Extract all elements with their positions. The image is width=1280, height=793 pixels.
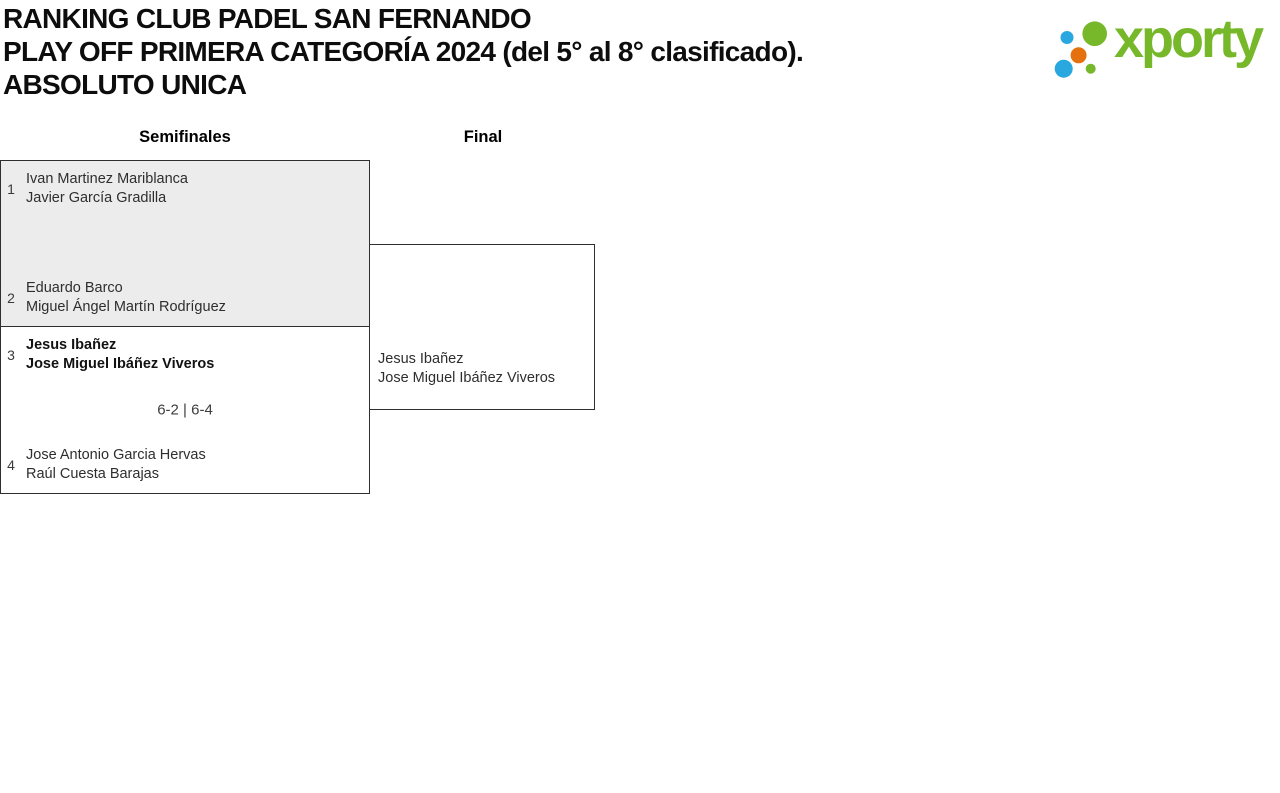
tournament-title-line-2: PLAY OFF PRIMERA CATEGORÍA 2024 (del 5° … <box>3 36 804 67</box>
seed-number: 3 <box>7 347 15 363</box>
match-semifinal-1[interactable]: 1 Ivan Martinez Mariblanca Javier García… <box>0 160 370 327</box>
team-players: Eduardo Barco Miguel Ángel Martín Rodríg… <box>26 279 226 317</box>
match-semifinal-2[interactable]: 3 Jesus Ibañez Jose Miguel Ibáñez Vivero… <box>0 326 370 494</box>
team-entry-seed-1: 1 Ivan Martinez Mariblanca Javier García… <box>1 170 188 208</box>
final-team-players: Jesus Ibañez Jose Miguel Ibáñez Viveros <box>378 350 555 388</box>
team-players: Jose Antonio Garcia Hervas Raúl Cuesta B… <box>26 446 206 484</box>
tournament-title-line-3: ABSOLUTO UNICA <box>3 69 247 100</box>
xporty-dots-icon <box>1054 21 1107 78</box>
player-name: Jose Antonio Garcia Hervas <box>26 447 206 463</box>
team-entry-seed-4: 4 Jose Antonio Garcia Hervas Raúl Cuesta… <box>1 446 206 484</box>
player-name: Raúl Cuesta Barajas <box>26 466 159 482</box>
player-name: Jose Miguel Ibáñez Viveros <box>26 356 215 372</box>
seed-number: 1 <box>7 181 15 197</box>
player-name: Javier García Gradilla <box>26 190 167 206</box>
xporty-logo-text: xporty <box>1114 9 1264 69</box>
tournament-title-line-1: RANKING CLUB PADEL SAN FERNANDO <box>3 3 532 34</box>
round-header-final: Final <box>463 128 503 146</box>
seed-number: 2 <box>7 290 15 306</box>
player-name: Jesus Ibañez <box>378 351 464 367</box>
player-name: Miguel Ángel Martín Rodríguez <box>26 299 226 315</box>
team-entry-seed-3-winner: 3 Jesus Ibañez Jose Miguel Ibáñez Vivero… <box>1 336 214 374</box>
team-players: Jesus Ibañez Jose Miguel Ibáñez Viveros <box>26 336 214 374</box>
match-final[interactable]: Jesus Ibañez Jose Miguel Ibáñez Viveros <box>369 244 595 410</box>
match-score: 6-2 | 6-4 <box>157 401 213 419</box>
team-entry-seed-2: 2 Eduardo Barco Miguel Ángel Martín Rodr… <box>1 279 226 317</box>
player-name: Eduardo Barco <box>26 280 123 296</box>
seed-number: 4 <box>7 457 15 473</box>
xporty-logo[interactable]: xporty <box>1048 9 1270 86</box>
player-name: Jose Miguel Ibáñez Viveros <box>378 370 556 386</box>
team-players: Ivan Martinez Mariblanca Javier García G… <box>26 170 188 208</box>
player-name: Ivan Martinez Mariblanca <box>26 171 188 187</box>
player-name: Jesus Ibañez <box>26 337 117 353</box>
tournament-title: RANKING CLUB PADEL SAN FERNANDO PLAY OFF… <box>3 2 804 101</box>
round-header-semifinales: Semifinales <box>139 128 231 146</box>
